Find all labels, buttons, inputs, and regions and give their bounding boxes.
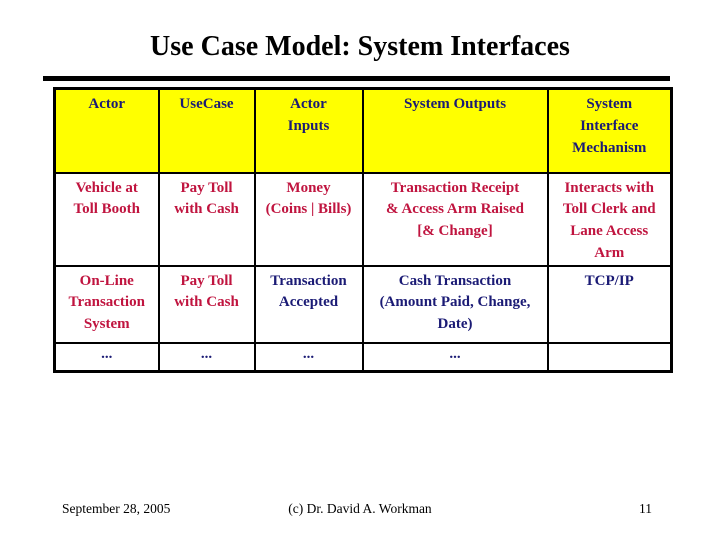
column-header-actor: Actor <box>53 87 160 174</box>
cell-actor: Vehicle at Toll Booth <box>53 171 160 267</box>
cell-actor: On-Line Transaction System <box>53 264 160 344</box>
cell-interface-mechanism: Interacts with Toll Clerk and Lane Acces… <box>546 171 673 267</box>
column-header-system-interface-mechanism: System Interface Mechanism <box>546 87 673 174</box>
cell-actor-inputs: Money (Coins | Bills) <box>253 171 364 267</box>
slide-title: Use Case Model: System Interfaces <box>150 31 570 62</box>
cell-usecase: Pay Toll with Cash <box>157 264 256 344</box>
cell-actor: ... <box>53 341 160 373</box>
cell-system-outputs: Cash Transaction (Amount Paid, Change, D… <box>361 264 549 344</box>
table-row: Vehicle at Toll Booth Pay Toll with Cash… <box>53 171 673 267</box>
footer-page-number: 11 <box>639 501 652 516</box>
table-top-accent-bar <box>43 76 670 81</box>
system-interfaces-table: Actor UseCase Actor Inputs System Output… <box>53 87 673 373</box>
cell-interface-mechanism: TCP/IP <box>546 264 673 344</box>
column-header-usecase: UseCase <box>157 87 256 174</box>
cell-usecase: Pay Toll with Cash <box>157 171 256 267</box>
cell-system-outputs: ... <box>361 341 549 373</box>
column-header-system-outputs: System Outputs <box>361 87 549 174</box>
cell-interface-mechanism <box>546 341 673 373</box>
cell-usecase: ... <box>157 341 256 373</box>
cell-actor-inputs: ... <box>253 341 364 373</box>
table-header-row: Actor UseCase Actor Inputs System Output… <box>53 87 673 174</box>
cell-system-outputs: Transaction Receipt & Access Arm Raised … <box>361 171 549 267</box>
cell-actor-inputs: Transaction Accepted <box>253 264 364 344</box>
column-header-actor-inputs: Actor Inputs <box>253 87 364 174</box>
footer-date: September 28, 2005 <box>62 501 171 516</box>
table-row: ... ... ... ... <box>53 341 673 373</box>
table-row: On-Line Transaction System Pay Toll with… <box>53 264 673 344</box>
footer-credit: (c) Dr. David A. Workman <box>288 501 432 516</box>
